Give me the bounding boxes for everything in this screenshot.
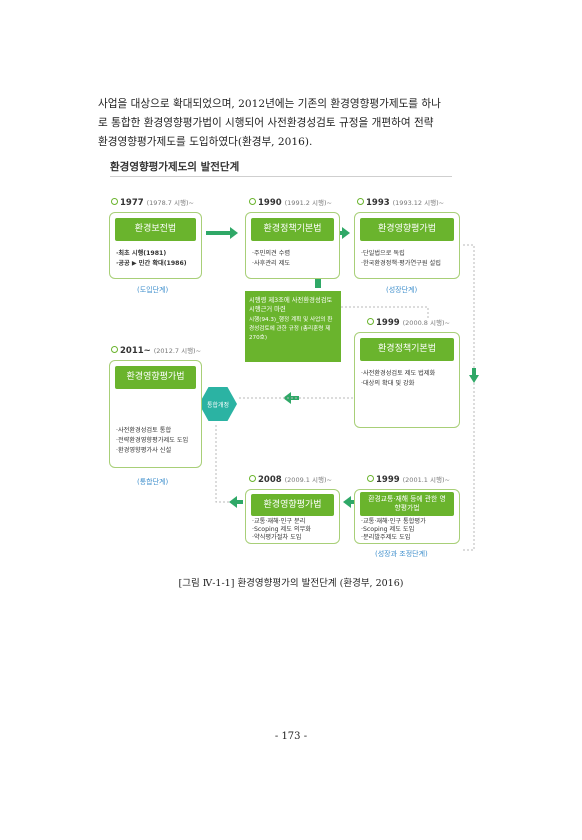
stage-items: ·사전환경성검토 제도 법제화 ·대상의 확대 및 강화 xyxy=(361,370,436,387)
year-label: 1977 (1978.7 시행)~ xyxy=(111,197,194,208)
law-banner: 환경정책기본법 xyxy=(251,218,334,241)
paragraph-line: 로 통합한 환경영향평가법이 시행되어 사전환경성검토 규정을 개편하여 전략 xyxy=(98,117,434,129)
enforcement-note: 시행령 제3조에 사전환경성검토 시행근거 마련 시행(94.3)_행정 계획 … xyxy=(245,291,341,362)
stage-items: ·단일법으로 독립 ·한국환경정책·평가연구원 설립 xyxy=(361,250,441,267)
year-label: 1999 (2001.1 시행)~ xyxy=(367,474,450,485)
stage-label: (성장단계) xyxy=(386,286,418,294)
circle-bullet-icon xyxy=(367,475,374,482)
circle-bullet-icon xyxy=(357,198,364,205)
circle-bullet-icon xyxy=(111,198,118,205)
page-number: - 173 - xyxy=(274,731,308,742)
circle-bullet-icon xyxy=(249,475,256,482)
law-banner: 환경영향평가법 xyxy=(115,366,196,389)
paragraph-line: 사업을 대상으로 확대되었으며, 2012년에는 기존의 환경영향평가제도를 하… xyxy=(98,98,441,110)
law-banner: 환경영향평가법 xyxy=(251,494,334,516)
figure-caption: [그림 Ⅳ-1-1] 환경영향평가의 발전단계 (환경부, 2016) xyxy=(178,578,404,589)
law-banner: 환경영향평가법 xyxy=(360,218,454,241)
law-banner: 환경보전법 xyxy=(115,218,196,241)
title-divider xyxy=(110,176,452,177)
stage-items: ·최초 시행(1981) ·공공 ▶ 민간 확대(1986) xyxy=(116,250,187,267)
law-banner: 환경정책기본법 xyxy=(360,338,454,361)
year-label: 2011~ (2012.7 시행)~ xyxy=(111,345,201,356)
figure-title: 환경영향평가제도의 발전단계 xyxy=(110,161,240,173)
circle-bullet-icon xyxy=(111,346,118,353)
stage-items: ·교통·재해·인구 통합평가 ·Scoping 제도 도입 ·분리발주제도 도입 xyxy=(361,518,426,541)
stage-label: (도입단계) xyxy=(137,286,169,294)
stage-items: ·주민의견 수렴 ·사후관리 제도 xyxy=(252,250,291,267)
stage-items: ·교통·재해·인구 분리 ·Scoping 제도 의무화 ·약식평가절차 도입 xyxy=(252,518,311,541)
stage-label: (성장과 조정단계) xyxy=(375,550,428,558)
body-paragraph: 사업을 대상으로 확대되었으며, 2012년에는 기존의 환경영향평가제도를 하… xyxy=(98,95,490,152)
year-label: 1990 (1991.2 시행)~ xyxy=(249,197,332,208)
year-label: 1999 (2000.8 시행)~ xyxy=(367,317,450,328)
paragraph-line: 환경영향평가제도를 도입하였다(환경부, 2016). xyxy=(98,136,313,148)
stage-items: ·사전환경성검토 통합 ·전략환경영향평가제도 도입 ·환경영향평가사 신설 xyxy=(116,427,189,454)
circle-bullet-icon xyxy=(249,198,256,205)
law-banner: 환경교통·재해 등에 관한 영향평가법 xyxy=(360,492,454,516)
circle-bullet-icon xyxy=(367,318,374,325)
stage-label: (통합단계) xyxy=(137,478,169,486)
year-label: 1993 (1993.12 시행)~ xyxy=(357,197,444,208)
year-label: 2008 (2009.1 시행)~ xyxy=(249,474,332,485)
